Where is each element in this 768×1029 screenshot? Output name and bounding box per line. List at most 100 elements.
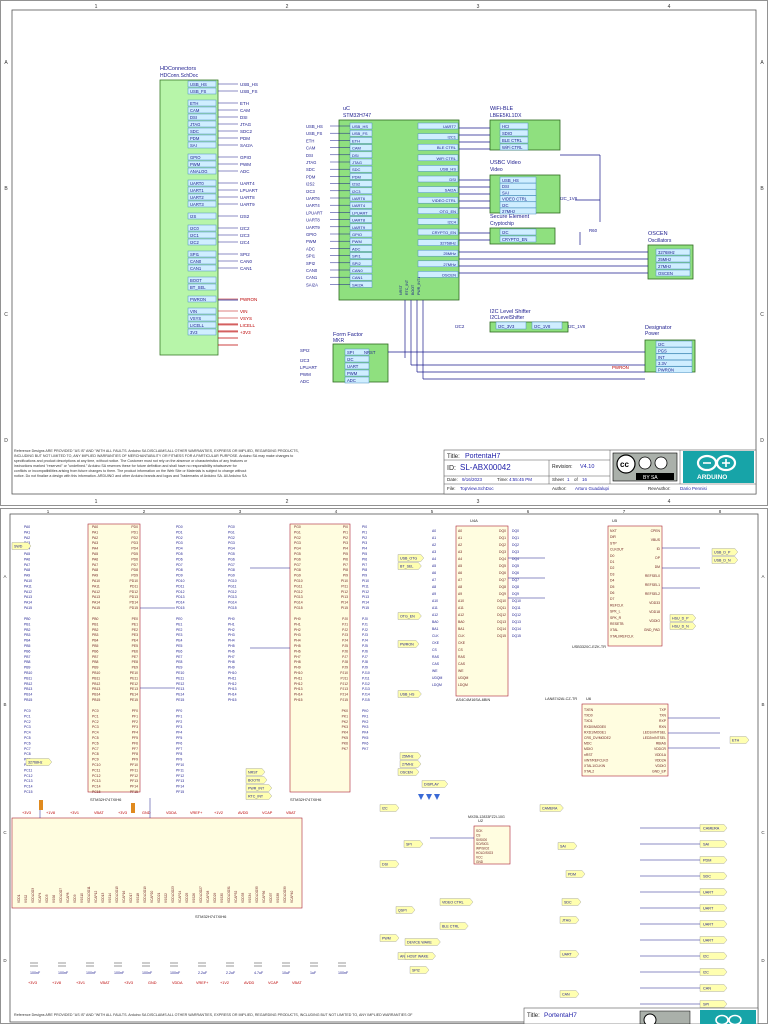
connector-pin-label: UART3 <box>190 202 204 207</box>
mcu-pin-label: PH8 <box>228 660 235 664</box>
mcu-pin-label: PB15 <box>24 698 32 702</box>
sdram-pin-label: A5 <box>458 564 462 568</box>
power-pin-label: VSS30 <box>220 893 224 903</box>
mcu-pin-label: PC0 <box>24 709 31 713</box>
block-pin-box <box>655 340 693 348</box>
net-flag <box>245 784 273 792</box>
block-pin-box <box>499 207 537 215</box>
connector-flag <box>699 856 728 864</box>
connector-pin-box <box>187 250 217 258</box>
mcu-pin-label: PH14 <box>294 693 303 697</box>
connector-flag <box>699 824 728 832</box>
mcu-pin-label: PE5 <box>176 644 183 648</box>
rev-author-label: RevAuthor: <box>648 486 671 491</box>
block-pin-label: ADC <box>347 378 356 383</box>
uc-left-pin-label: PWM <box>352 239 362 244</box>
mcu-pin-label: PE8 <box>132 660 139 664</box>
mcu-pin-label: PE1 <box>176 622 183 626</box>
capacitor-value: 100nF <box>170 971 181 975</box>
eth-right-pin: VDD1A <box>655 753 667 757</box>
sdram-net-label: LDQM <box>432 683 442 687</box>
sdram-dq-label: DQ6 <box>499 571 506 575</box>
mcu-pin-label: PI8 <box>362 568 367 572</box>
mcu-pin-label: PG6 <box>294 557 301 561</box>
connector-flag <box>699 952 728 960</box>
connector-flag-label: I2C <box>703 970 709 974</box>
power-pin-label: VDDLDO27 <box>199 886 203 903</box>
block-pin-label: VIDEO CTRL <box>502 197 528 202</box>
uc-bottom-pin-label: RTC_INT <box>405 279 409 295</box>
usb-phy-right-pin: GND_PAD <box>644 628 661 632</box>
block-pin-box <box>499 122 529 130</box>
mcu-pin-label: PF1 <box>132 714 138 718</box>
of-label: of <box>574 477 579 482</box>
arduino-logo-text: ARDUINO <box>697 474 727 481</box>
uc-pin-box <box>417 207 459 215</box>
mcu-pin-label: PB1 <box>92 622 99 626</box>
mcu-pin-label: PI10 <box>341 579 348 583</box>
power-pin-label: VDDLDO23 <box>171 886 175 903</box>
mcu-pin-label: PD15 <box>130 606 139 610</box>
row-letter: C <box>4 312 8 318</box>
mkr-title: Form Factor <box>333 332 363 338</box>
connector-net-label: CAN1 <box>240 266 253 271</box>
eth-left-pin: TXD0 <box>584 714 593 718</box>
power-pin-label: VDD37 <box>269 892 273 903</box>
power-net-label-bottom: +3V1 <box>76 981 85 985</box>
mcu-pin-label: PH13 <box>294 687 303 691</box>
connector-pin-label: GPIO <box>190 155 201 160</box>
connector-pin-box <box>187 113 217 121</box>
uc-left-net-label: SPI2 <box>306 261 316 266</box>
connector-flag <box>699 936 728 944</box>
mcu-pin-label: PF0 <box>176 709 182 713</box>
mcu-pin-label: PJ15 <box>340 698 348 702</box>
uc-left-net-label: UART4 <box>306 203 320 208</box>
connector-pin-box <box>187 141 217 149</box>
mcu-pin-label: PB1 <box>24 622 31 626</box>
mcu-pin-label: PA10 <box>92 579 100 583</box>
uc-left-net-label: CAM <box>306 146 316 151</box>
connector-pin-label: DSI <box>190 115 197 120</box>
eth-right-pin: RBIAS <box>656 742 667 746</box>
sheet-value: 1 <box>567 477 570 482</box>
mcu-pin-label: PI3 <box>362 541 367 545</box>
mcu-pin-label: PK0 <box>362 709 369 713</box>
block-pin-box <box>499 143 529 151</box>
uc-left-net-label: UART9 <box>306 225 320 230</box>
mcu-pin-label: PK7 <box>362 747 369 751</box>
mcu-pin-label: PI11 <box>341 584 348 588</box>
net-flag <box>399 752 422 760</box>
uc-left-net-label: DSI <box>306 153 313 158</box>
misc-net-label: I2C_1V8 <box>560 196 578 201</box>
connector-net-label: I2C3 <box>240 233 250 238</box>
column-number: 2 <box>143 509 146 514</box>
mcu-pin-label: PI13 <box>362 595 369 599</box>
mcu-pin-label: PF10 <box>176 763 184 767</box>
connector-net-label: UART9 <box>240 202 255 207</box>
eth-left-pin: TXEN <box>584 708 594 712</box>
mcu-pin-label: PE12 <box>176 682 184 686</box>
mcu-pin-label: PH11 <box>228 676 236 680</box>
connector-pin-box <box>187 99 217 107</box>
sdram-net-label: A6 <box>432 571 436 575</box>
mcu-pin-label: PC1 <box>24 714 31 718</box>
net-flag-label: USB_OTG <box>400 556 417 560</box>
column-number: 4 <box>668 4 671 10</box>
mcu-pin-label: PD12 <box>176 590 185 594</box>
connector-pin-label: PWRON <box>190 297 206 302</box>
title-block: Title: PortentaH7 ID: SL-ABX00042 Revisi… <box>443 449 757 495</box>
mcu-pin-label: PC14 <box>92 785 101 789</box>
power-net-label: VDDA <box>166 811 177 815</box>
net-flag-label: SPI <box>406 842 412 846</box>
block-pin-box <box>655 353 693 361</box>
usb-phy-left-pin: SPK_R <box>610 616 622 620</box>
usb-phy-right-pin: CPEN <box>651 529 661 533</box>
mcu-pin-label: PB5 <box>92 644 99 648</box>
block-pin-label: 25MHz <box>658 257 671 262</box>
mcu-pin-label: PC5 <box>92 736 99 740</box>
mcu-pin-label: PH12 <box>228 682 237 686</box>
connector-flag-label: UART <box>703 906 714 910</box>
connector-pin-label: PDM <box>190 136 200 141</box>
block-pin-label: OSCEN <box>658 271 673 276</box>
row-letter-right: B <box>760 186 764 192</box>
